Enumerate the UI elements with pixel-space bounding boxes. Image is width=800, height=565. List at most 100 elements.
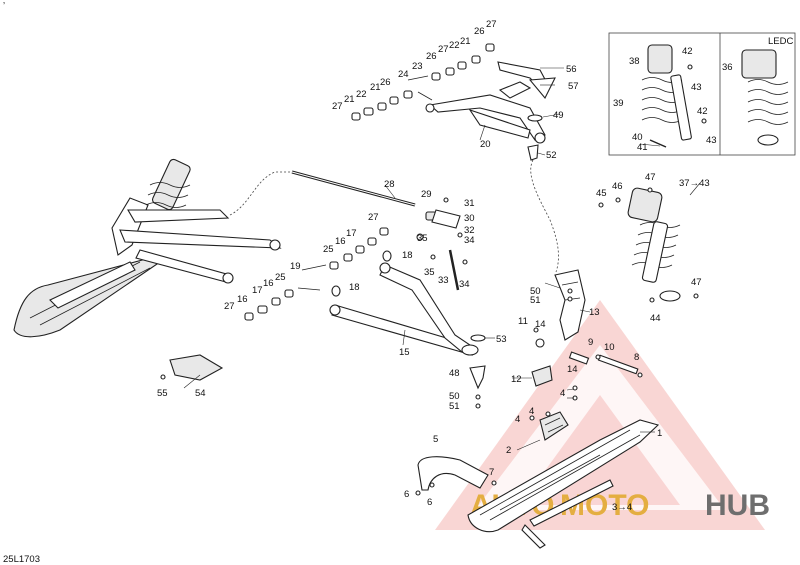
callout-53: 53 <box>496 334 507 345</box>
callout-50-a: 50 <box>530 286 541 297</box>
callout-19: 19 <box>290 261 301 272</box>
callout-26-c: 26 <box>474 26 485 37</box>
leader-lines <box>183 67 701 451</box>
ski-assembly <box>415 351 660 549</box>
ball-joints <box>469 61 573 409</box>
callout-39: 39 <box>613 98 624 109</box>
callout-43-b: 43 <box>706 135 717 146</box>
callout-18-b: 18 <box>402 250 413 261</box>
callout-27-a: 27 <box>332 101 343 112</box>
lower-a-arm <box>329 262 479 356</box>
skid-plate <box>160 354 224 381</box>
callout-17-b: 17 <box>346 228 357 239</box>
watermark-hub: HUB <box>705 489 770 522</box>
callout-54: 54 <box>195 388 206 399</box>
callout-18-a: 18 <box>349 282 360 293</box>
callout-3-arrow-4: 3→4 <box>612 502 632 513</box>
callout-37-to-43: 37→43 <box>679 178 710 189</box>
callout-52: 52 <box>546 150 557 161</box>
callout-26-b: 26 <box>426 51 437 62</box>
callout-14-b: 14 <box>567 364 578 375</box>
callout-36: 36 <box>722 62 733 73</box>
callout-10: 10 <box>604 342 615 353</box>
assembled-front-suspension <box>13 158 292 338</box>
callout-27-c: 27 <box>486 19 497 30</box>
shock-inset: LEDC <box>608 32 796 156</box>
bushing-row-lower-2 <box>301 227 389 271</box>
callout-8: 8 <box>634 352 639 363</box>
callout-4-c: 4 <box>560 388 565 399</box>
callout-5: 5 <box>433 434 438 445</box>
callout-25-b: 25 <box>323 244 334 255</box>
callout-38: 38 <box>629 56 640 67</box>
callout-57: 57 <box>568 81 579 92</box>
callout-2: 2 <box>506 445 511 456</box>
spindle <box>533 269 586 348</box>
callout-27-e: 27 <box>224 301 235 312</box>
callout-34-b: 34 <box>459 279 470 290</box>
callout-27-d: 27 <box>368 212 379 223</box>
sway-bar-link <box>331 197 468 297</box>
corner-mark: ʼ <box>3 1 5 12</box>
callout-50-b: 50 <box>449 391 460 402</box>
callout-14-a: 14 <box>535 319 546 330</box>
callout-47-a: 47 <box>645 172 656 183</box>
diagram-code: 25L1703 <box>3 554 40 565</box>
callout-4-b: 4 <box>515 414 520 425</box>
callout-28: 28 <box>384 179 395 190</box>
callout-25-a: 25 <box>275 272 286 283</box>
callout-40: 40 <box>632 132 643 143</box>
callout-46: 46 <box>612 181 623 192</box>
callout-21-c: 21 <box>460 36 471 47</box>
callout-35-a: 35 <box>417 233 428 244</box>
callout-labels: 1 2 3→4 4 4 4 5 6 6 7 8 9 10 11 12 13 14… <box>157 19 733 513</box>
callout-22-a: 22 <box>356 89 367 100</box>
bushing-row-upper-1 <box>351 90 433 121</box>
callout-45: 45 <box>596 188 607 199</box>
callout-51-a: 51 <box>530 295 541 306</box>
callout-20: 20 <box>480 139 491 150</box>
callout-21-b: 21 <box>370 82 381 93</box>
watermark: AUTO MOTO HUB <box>435 300 770 530</box>
callout-41: 41 <box>637 142 648 153</box>
inset-ledc-label: LEDC <box>768 36 793 47</box>
callout-11: 11 <box>518 316 528 327</box>
callout-51-b: 51 <box>449 401 460 412</box>
callout-33: 33 <box>438 275 449 286</box>
callout-16-c: 16 <box>335 236 346 247</box>
callout-49: 49 <box>553 110 564 121</box>
bushing-row-upper-2 <box>407 43 495 81</box>
callout-32: 32 <box>464 225 475 236</box>
callout-6-a: 6 <box>404 489 409 500</box>
callout-23: 23 <box>412 61 423 72</box>
callout-16-b: 16 <box>263 278 274 289</box>
callout-4-a: 4 <box>529 406 534 417</box>
callout-6-b: 6 <box>427 497 432 508</box>
callout-30: 30 <box>464 213 475 224</box>
callout-55: 55 <box>157 388 168 399</box>
callout-34-a: 34 <box>464 235 475 246</box>
callout-7: 7 <box>489 467 494 478</box>
upper-a-arm <box>425 81 546 144</box>
callout-22-b: 22 <box>449 40 460 51</box>
callout-48: 48 <box>449 368 460 379</box>
callout-26-a: 26 <box>380 77 391 88</box>
callout-17-a: 17 <box>252 285 263 296</box>
callout-43-a: 43 <box>691 82 702 93</box>
callout-44: 44 <box>650 313 661 324</box>
callout-15: 15 <box>399 347 410 358</box>
callout-16-a: 16 <box>237 294 248 305</box>
callout-9: 9 <box>588 337 593 348</box>
callout-29: 29 <box>421 189 432 200</box>
callout-42-b: 42 <box>697 106 708 117</box>
callout-1: 1 <box>657 428 662 439</box>
sway-bar <box>291 170 416 207</box>
callout-12: 12 <box>511 374 522 385</box>
callout-42-a: 42 <box>682 46 693 57</box>
callout-35-b: 35 <box>424 267 435 278</box>
shock-absorber <box>598 187 699 303</box>
callout-31: 31 <box>464 198 475 209</box>
callout-24: 24 <box>398 69 409 80</box>
callout-21-a: 21 <box>344 94 355 105</box>
